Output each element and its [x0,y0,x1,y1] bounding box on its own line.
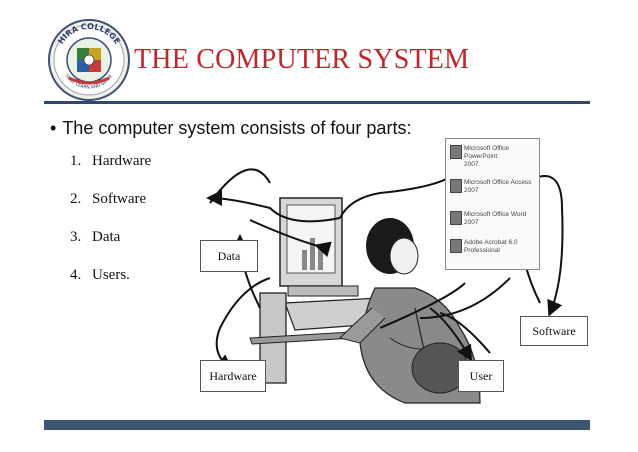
list-number: 3. [70,229,82,245]
list-label: Users. [92,267,130,283]
menu-item-sublabel: 2007 [464,161,479,168]
list-label: Software [92,191,147,207]
diagram-illustration [206,168,564,404]
list-number: 1. [70,153,82,169]
word-icon [450,211,462,225]
menu-item: Microsoft Office Word 2007 [450,211,536,227]
bullet-label: The computer system consists of four par… [62,118,412,138]
menu-item-sublabel: 2007 [464,187,479,194]
software-box: Software [520,316,588,346]
slide-title: THE COMPUTER SYSTEM [134,44,470,75]
menu-item-label: Adobe Acrobat 6.0 [464,239,518,246]
bullet-marker: • [50,118,57,138]
menu-item-sublabel: Professional [464,247,500,254]
list-label: Hardware [92,153,152,169]
list-label: Data [92,229,121,245]
menu-item-label: Microsoft Office Word 2007 [464,211,527,226]
menu-item-label: Microsoft Office Access [464,179,532,186]
access-icon [450,179,462,193]
footer-bar [44,420,590,430]
parts-list: 1. Hardware 2. Software 3. Data 4. Users. [70,153,151,305]
list-number: 4. [70,267,82,283]
title-divider [44,101,590,104]
bullet-text: •The computer system consists of four pa… [50,118,411,139]
list-item: 2. Software [70,191,151,229]
list-item: 3. Data [70,229,151,267]
list-item: 4. Users. [70,267,151,305]
data-box: Data [200,240,258,272]
user-box: User [458,360,504,392]
list-number: 2. [70,191,82,207]
powerpoint-icon [450,145,462,159]
hardware-box: Hardware [200,360,266,392]
menu-item-label: Microsoft Office PowerPoint [464,145,510,160]
list-item: 1. Hardware [70,153,151,191]
acrobat-icon [450,239,462,253]
college-logo: HIRA COLLEGE SKILL LEARN AND SERVE [48,19,130,101]
